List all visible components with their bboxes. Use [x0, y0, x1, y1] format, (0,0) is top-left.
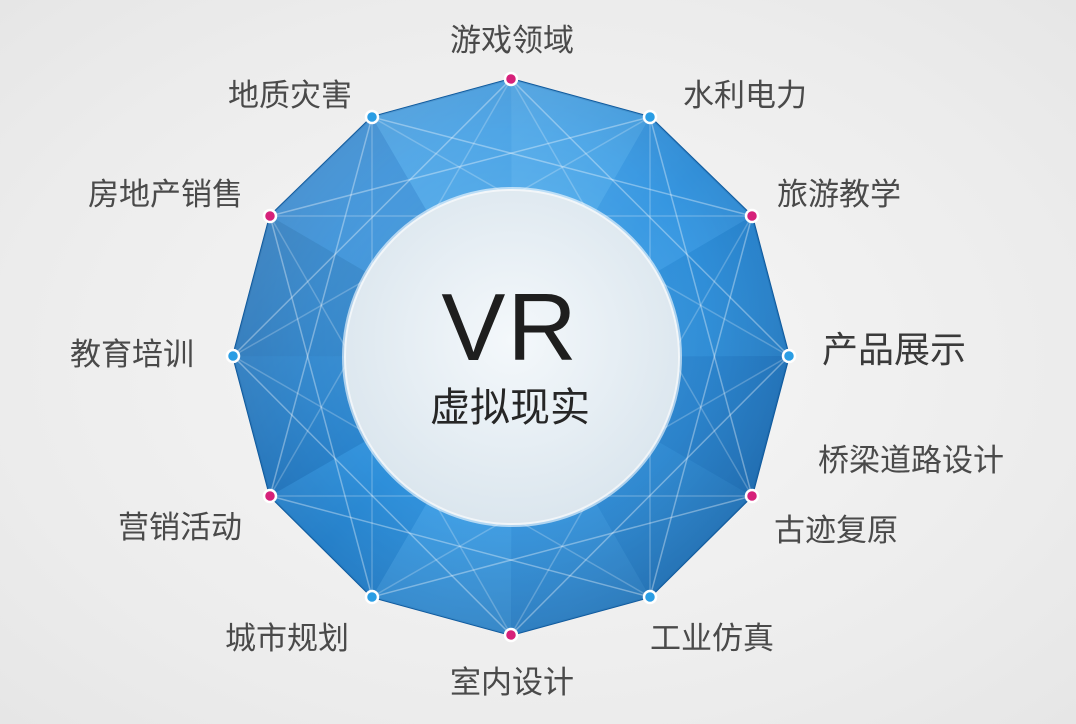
label-hydropower: 水利电力	[683, 78, 807, 114]
label-real-estate-sales: 房地产销售	[88, 177, 243, 213]
label-games: 游戏领域	[450, 23, 574, 59]
connector-line	[269, 495, 651, 598]
node-dot-magenta	[744, 208, 760, 224]
label-interior-design: 室内设计	[450, 665, 574, 701]
node-dots	[225, 71, 797, 643]
connector-line	[269, 116, 651, 217]
node-dot-blue	[364, 109, 380, 125]
connector-line	[232, 78, 512, 357]
label-tourism-teaching: 旅游教学	[777, 177, 901, 213]
label-marketing: 营销活动	[118, 510, 242, 546]
node-dot-blue	[642, 109, 658, 125]
node-dot-blue	[642, 589, 658, 605]
connector-line	[649, 215, 753, 598]
connector-line	[649, 116, 753, 497]
node-dot-blue	[781, 348, 797, 364]
center-subtitle: 虚拟现实	[430, 385, 590, 431]
label-industrial-simulation: 工业仿真	[650, 621, 774, 657]
connector-line	[232, 355, 512, 636]
label-education-training: 教育培训	[70, 337, 194, 373]
connector-line	[269, 116, 373, 497]
connector-line	[269, 215, 373, 598]
node-dot-blue	[364, 589, 380, 605]
center-circle	[342, 187, 682, 527]
connector-line	[510, 78, 790, 357]
label-geological-disasters: 地质灾害	[228, 78, 352, 114]
node-dot-magenta	[262, 488, 278, 504]
label-bridge-road-design: 桥梁道路设计	[818, 443, 1004, 479]
connector-line	[371, 495, 753, 598]
label-urban-planning: 城市规划	[225, 621, 349, 657]
node-dot-magenta	[503, 71, 519, 87]
node-dot-blue	[225, 348, 241, 364]
center-title: VR	[441, 274, 579, 381]
node-dot-magenta	[262, 208, 278, 224]
connector-line	[510, 355, 790, 636]
label-heritage-restoration: 古迹复原	[774, 513, 898, 549]
node-dot-magenta	[503, 627, 519, 643]
connector-line	[371, 116, 753, 217]
label-product-display: 产品展示	[822, 330, 967, 371]
node-dot-magenta	[744, 488, 760, 504]
